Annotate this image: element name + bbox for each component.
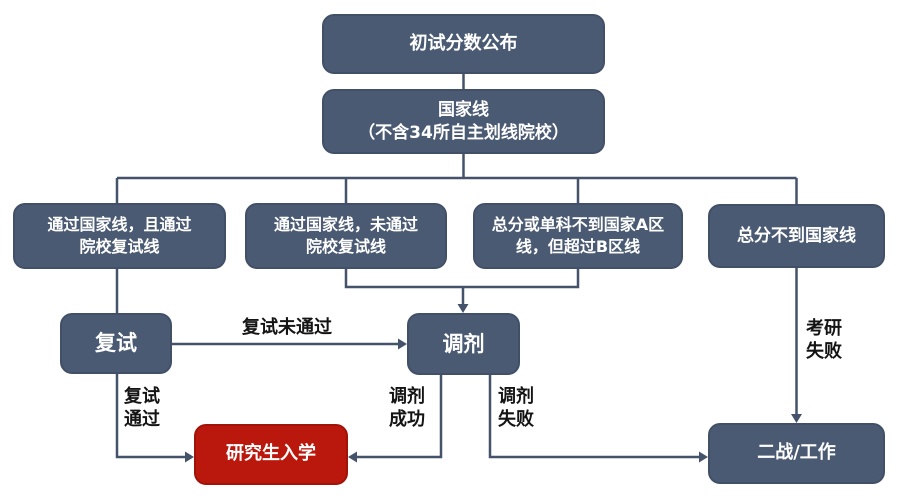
node-below-a-above-b: 总分或单科不到国家A区 线，但超过B区线 (473, 203, 683, 269)
arrowhead-into-adjustment-top (457, 304, 469, 313)
edge-label-adjustment-success: 调剂 成功 (389, 386, 425, 431)
arrowhead-into-enrollment-left (185, 451, 194, 463)
node-second-attempt-or-work: 二战/工作 (708, 423, 885, 484)
arrowhead-into-enrollment-right (348, 451, 357, 463)
node-pass-both-lines: 通过国家线，且通过 院校复试线 (13, 203, 226, 269)
edge-label-kaoyan-fail: 考研 失败 (806, 318, 842, 363)
node-initial-scores: 初试分数公布 (322, 14, 605, 74)
edge-merge-to-adjustment (344, 269, 580, 304)
node-below-national-line: 总分不到国家线 (708, 204, 885, 268)
node-national-line: 国家线 （不含34所自主划线院校） (322, 89, 605, 154)
node-reexam: 复试 (60, 313, 172, 374)
node-adjustment: 调剂 (407, 313, 520, 375)
edge-label-adjustment-fail: 调剂 失败 (498, 386, 534, 431)
edge-label-reexam-fail: 复试未通过 (242, 317, 332, 338)
node-pass-national-fail-school: 通过国家线，未通过 院校复试线 (245, 203, 447, 269)
edge-national-to-branch-bus (115, 154, 798, 204)
arrowhead-into-adjustment-left (398, 338, 407, 350)
node-graduate-enrollment: 研究生入学 (194, 424, 348, 485)
edge-label-reexam-pass: 复试 通过 (124, 386, 160, 431)
arrowhead-into-second-attempt-top (791, 414, 802, 423)
arrowhead-into-second-attempt-left (699, 451, 708, 463)
